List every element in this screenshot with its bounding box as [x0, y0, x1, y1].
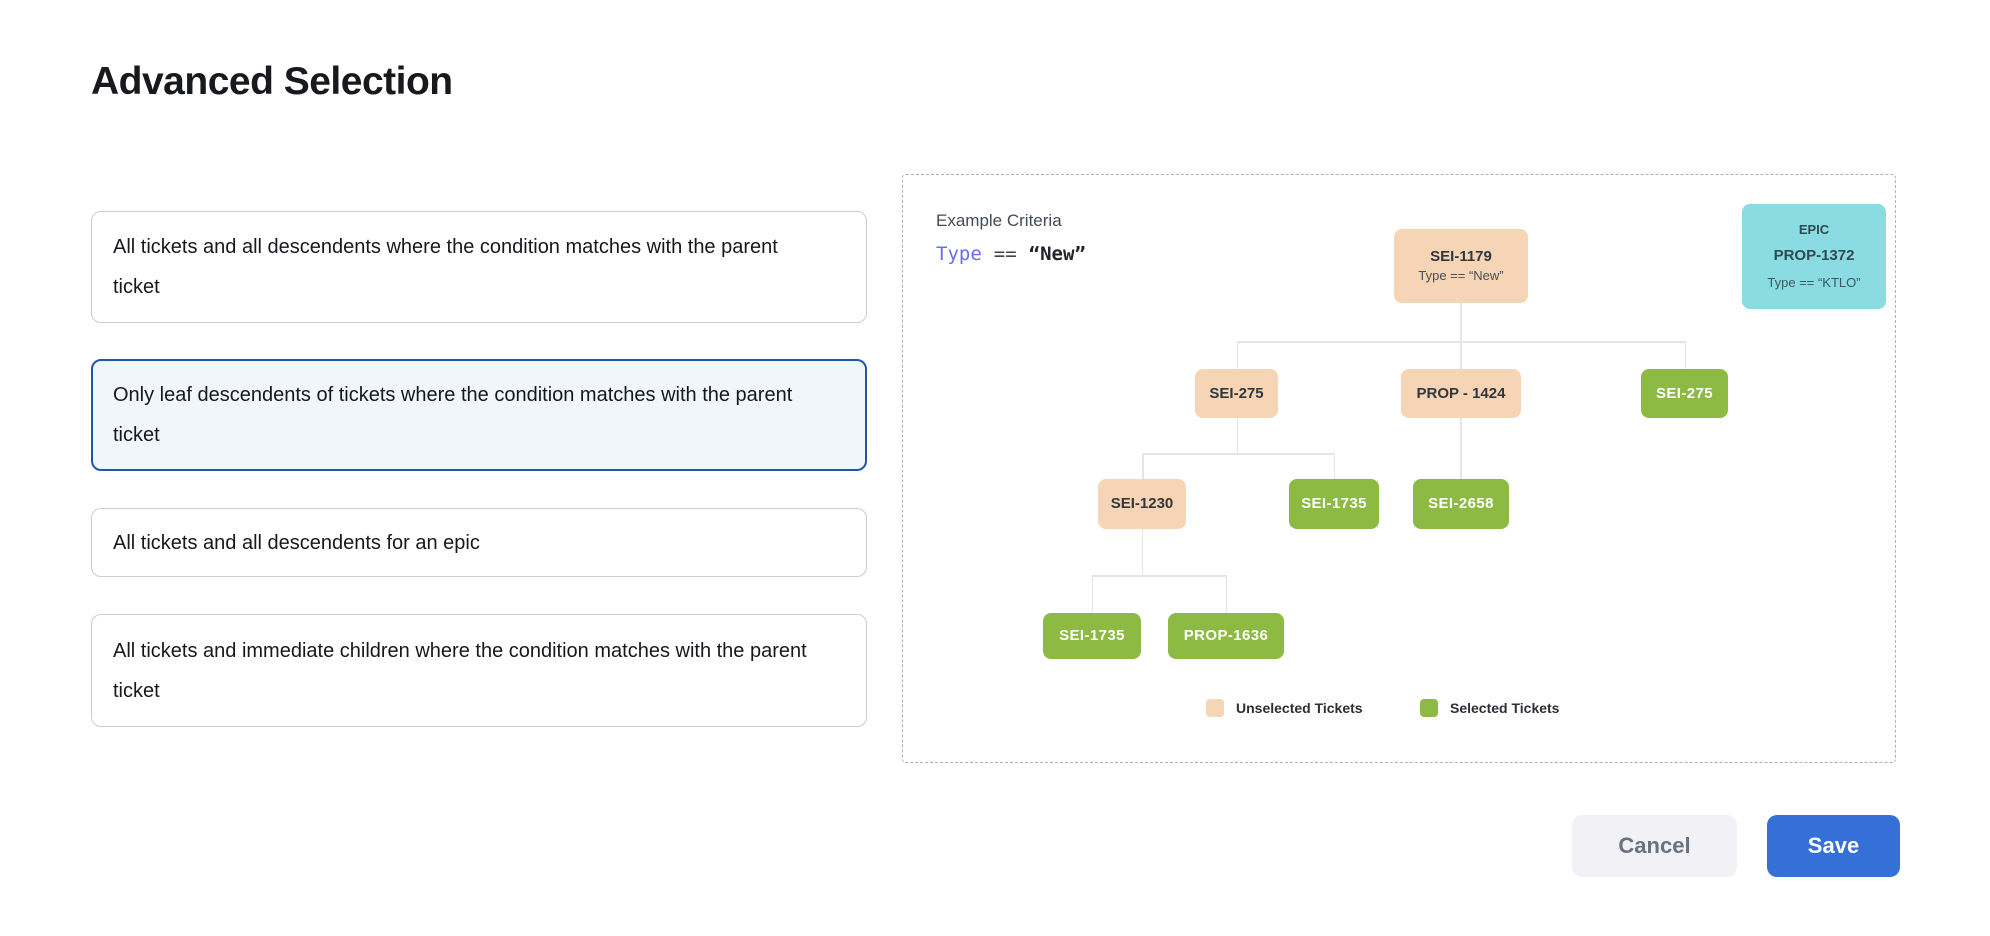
tree-node-sei-275: SEI-275	[1195, 369, 1278, 418]
unselected-swatch-icon	[1206, 699, 1224, 717]
criteria-expression: Type == “New”	[936, 243, 1086, 265]
connector-line	[1142, 453, 1144, 479]
ticket-id: SEI-1735	[1059, 627, 1125, 645]
legend-label: Selected Tickets	[1450, 700, 1560, 716]
tree-node-prop-1636: PROP-1636	[1168, 613, 1284, 659]
ticket-criteria: Type == “New”	[1418, 268, 1504, 284]
criteria-value: “New”	[1028, 243, 1086, 265]
option-card-epic-descendents[interactable]: All tickets and all descendents for an e…	[91, 508, 867, 577]
connector-line	[1141, 529, 1143, 575]
tree-node-sei-1735: SEI-1735	[1289, 479, 1379, 529]
ticket-id: SEI-275	[1209, 384, 1264, 402]
tree-node-sei-275-selected: SEI-275	[1641, 369, 1728, 418]
page-title: Advanced Selection	[91, 60, 453, 103]
criteria-field: Type	[936, 243, 982, 265]
selected-swatch-icon	[1420, 699, 1438, 717]
tree-node-sei-1230: SEI-1230	[1098, 479, 1186, 529]
save-button[interactable]: Save	[1767, 815, 1900, 877]
ticket-id: PROP-1636	[1183, 627, 1269, 645]
connector-line	[1225, 575, 1227, 613]
tree-node-sei-1179: SEI-1179 Type == “New”	[1394, 229, 1528, 303]
connector-line	[1091, 575, 1093, 613]
tree-node-prop-1424: PROP - 1424	[1401, 369, 1521, 418]
option-label: All tickets and immediate children where…	[113, 639, 807, 702]
example-criteria-heading: Example Criteria	[936, 211, 1062, 230]
option-label: Only leaf descendents of tickets where t…	[113, 384, 793, 446]
option-label: All tickets and all descendents for an e…	[113, 531, 480, 554]
option-label: All tickets and all descendents where th…	[113, 236, 778, 298]
option-card-leaf-descendents[interactable]: Only leaf descendents of tickets where t…	[91, 359, 867, 471]
connector-line	[1091, 575, 1227, 577]
option-card-immediate-children[interactable]: All tickets and immediate children where…	[91, 614, 867, 727]
epic-node-prop-1372: EPIC PROP-1372 Type == “KTLO”	[1742, 204, 1886, 309]
tree-node-sei-1735-leaf: SEI-1735	[1043, 613, 1141, 659]
ticket-id: SEI-275	[1656, 384, 1713, 402]
legend-label: Unselected Tickets	[1236, 700, 1363, 716]
ticket-id: SEI-2658	[1428, 495, 1494, 513]
connector-line	[1460, 303, 1462, 341]
ticket-id: SEI-1735	[1301, 495, 1367, 513]
cancel-button[interactable]: Cancel	[1572, 815, 1737, 877]
ticket-id: SEI-1179	[1430, 247, 1492, 265]
legend-unselected-tickets: Unselected Tickets	[1206, 699, 1363, 717]
epic-tag-label: EPIC	[1798, 221, 1830, 237]
example-criteria-panel: Example Criteria Type == “New” EPIC PROP-1…	[902, 174, 1896, 763]
connector-line	[1460, 341, 1462, 369]
option-card-all-descendents[interactable]: All tickets and all descendents where th…	[91, 211, 867, 323]
connector-line	[1684, 341, 1686, 369]
connector-line	[1236, 418, 1238, 453]
connector-line	[1460, 418, 1462, 479]
connector-line	[1236, 341, 1238, 369]
tree-node-sei-2658: SEI-2658	[1413, 479, 1509, 529]
criteria-operator: ==	[993, 243, 1017, 265]
connector-line	[1142, 453, 1335, 455]
ticket-id: PROP - 1424	[1416, 384, 1506, 402]
ticket-criteria: Type == “KTLO”	[1767, 274, 1861, 290]
connector-line	[1333, 453, 1335, 479]
legend-selected-tickets: Selected Tickets	[1420, 699, 1559, 717]
ticket-id: SEI-1230	[1110, 495, 1174, 513]
ticket-id: PROP-1372	[1773, 247, 1855, 265]
